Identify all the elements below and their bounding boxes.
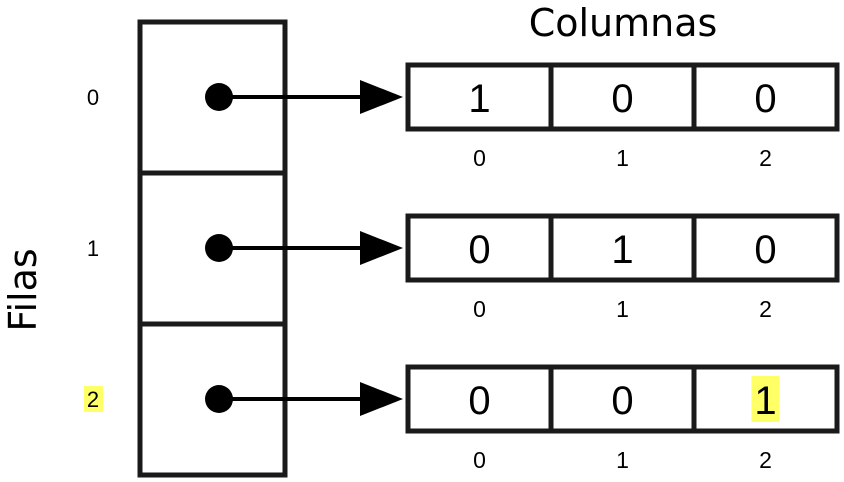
array-cell-value-1-2: 0 bbox=[754, 228, 776, 272]
column-index-label-1-0: 0 bbox=[473, 296, 486, 322]
rows-layer: 0 1 0 0 1 0 2 1 0 0 1 1 0 2 2 0 0 0 1 1 2 bbox=[84, 19, 840, 478]
array-cell-value-2-0: 0 bbox=[468, 379, 490, 423]
row-group-0: 0 1 0 0 1 0 2 bbox=[87, 19, 840, 176]
column-index-label-0-0: 0 bbox=[473, 145, 486, 171]
array-cell-value-1-0: 0 bbox=[468, 228, 490, 272]
array-cell-1-2 bbox=[691, 213, 840, 283]
array-cell-value-0-2: 0 bbox=[754, 77, 776, 121]
columns-axis-label: Columnas bbox=[529, 1, 718, 45]
array-cell-0-0 bbox=[405, 62, 554, 132]
column-index-label-2-2: 2 bbox=[759, 447, 772, 473]
column-index-label-1-1: 1 bbox=[616, 296, 629, 322]
pointer-arrow-head-2 bbox=[360, 382, 403, 416]
row-index-label-2: 2 bbox=[87, 387, 99, 412]
column-index-label-2-0: 0 bbox=[473, 447, 486, 473]
row-group-1: 1 0 0 1 1 0 2 bbox=[87, 170, 840, 327]
array-cell-value-1-1: 1 bbox=[611, 228, 633, 272]
array-cell-value-0-1: 0 bbox=[611, 77, 633, 121]
row-index-label-1: 1 bbox=[87, 236, 99, 261]
array-cell-0-2 bbox=[691, 62, 840, 132]
row-label-highlight-2 bbox=[84, 386, 103, 412]
column-index-label-2-1: 1 bbox=[616, 447, 629, 473]
pointer-arrow-head-0 bbox=[360, 80, 403, 114]
column-index-label-0-2: 2 bbox=[759, 145, 772, 171]
array-cell-value-2-1: 0 bbox=[611, 379, 633, 423]
array-cell-value-2-2: 1 bbox=[754, 379, 776, 423]
row-index-label-0: 0 bbox=[87, 85, 99, 110]
array-cell-highlight-2-2 bbox=[751, 376, 780, 422]
row-group-2: 2 0 0 0 1 1 2 bbox=[84, 321, 840, 478]
array-cell-value-0-0: 1 bbox=[468, 77, 490, 121]
column-index-label-0-1: 1 bbox=[616, 145, 629, 171]
rows-axis-label: Filas bbox=[1, 248, 45, 331]
column-index-label-1-2: 2 bbox=[759, 296, 772, 322]
pointer-arrow-head-1 bbox=[360, 231, 403, 265]
